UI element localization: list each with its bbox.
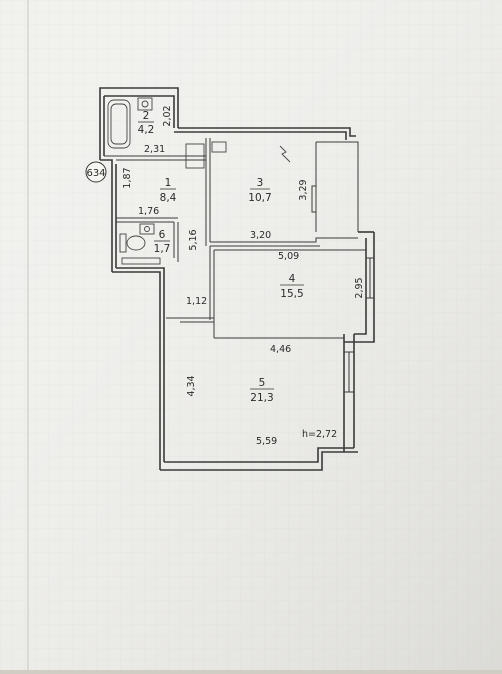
wc-sink-icon xyxy=(139,223,155,235)
electric-panel-icon xyxy=(279,145,291,163)
stove-icon xyxy=(211,141,227,153)
room-6-area: 1,7 xyxy=(154,243,171,255)
dim-3-20: 3,20 xyxy=(250,230,271,241)
dim-5-09: 5,09 xyxy=(278,251,299,262)
room-1-area: 8,4 xyxy=(160,192,177,204)
dim-2-31: 2,31 xyxy=(144,144,165,155)
dim-1-76: 1,76 xyxy=(138,206,159,217)
bathtub-icon xyxy=(107,99,131,149)
room-2-area: 4,2 xyxy=(138,124,155,136)
room-1-number: 1 xyxy=(165,177,172,189)
room-4-number: 4 xyxy=(289,273,296,285)
room-3-area: 10,7 xyxy=(248,192,271,204)
dim-1-87: 1,87 xyxy=(122,167,133,188)
dim-2-02: 2,02 xyxy=(162,105,173,126)
room-6-number: 6 xyxy=(159,229,166,241)
dim-4-46: 4,46 xyxy=(270,344,291,355)
dim-4-34: 4,34 xyxy=(186,375,197,396)
kitchen-counter-icon xyxy=(185,143,205,169)
dim-1-12: 1,12 xyxy=(186,296,207,307)
dim-5-59: 5,59 xyxy=(256,436,277,447)
dim-3-29: 3,29 xyxy=(298,179,309,200)
building-number: 634 xyxy=(86,168,105,179)
room-3-number: 3 xyxy=(257,177,264,189)
toilet-icon xyxy=(119,233,127,253)
dimension-labels: 2,02 2,31 1,87 1,76 3,29 3,20 5,16 5,09 … xyxy=(122,105,365,447)
inner-walls xyxy=(104,138,366,339)
building-number-marker: 634 xyxy=(85,161,107,183)
room-4-area: 15,5 xyxy=(280,288,303,300)
dim-5-16: 5,16 xyxy=(188,229,199,250)
outer-walls xyxy=(99,87,375,471)
room-2-number: 2 xyxy=(143,110,150,122)
fixtures xyxy=(107,97,291,265)
ceiling-height: h=2,72 xyxy=(302,429,337,440)
room-5-number: 5 xyxy=(259,377,266,389)
room-labels: 2 4,2 1 8,4 3 10,7 6 1,7 4 15,5 5 21,3 h… xyxy=(138,110,337,440)
room-5-area: 21,3 xyxy=(250,392,273,404)
bathroom-sink-icon xyxy=(137,97,153,111)
dim-2-95: 2,95 xyxy=(354,277,365,298)
windows xyxy=(311,185,375,393)
